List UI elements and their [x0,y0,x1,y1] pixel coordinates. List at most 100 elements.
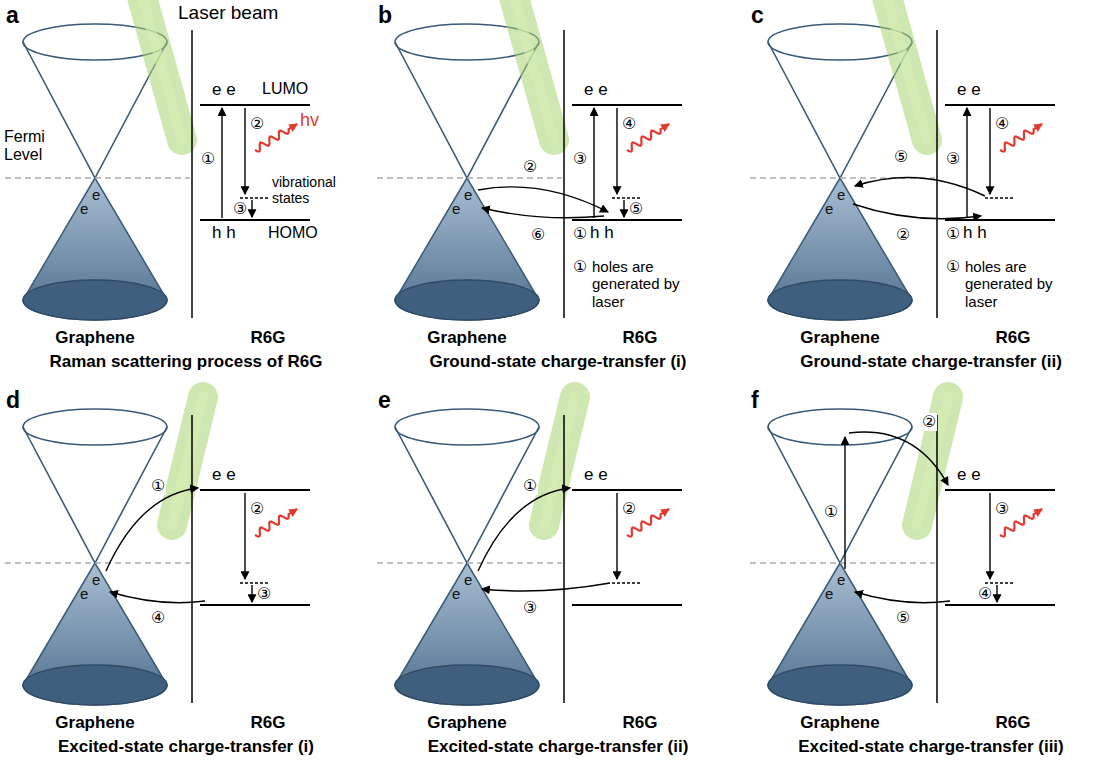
callout-number: ③ [232,200,248,218]
callout-number: ① [200,150,216,168]
transition-arrow [989,493,990,579]
charge-label: h h [212,223,236,243]
laser-beam-core [140,0,182,140]
electron-label: e [80,200,88,217]
fermi-line [377,177,562,179]
laser-beam [172,397,203,525]
callout-number: ② [621,500,637,518]
valence-cone [768,178,912,320]
material-label: R6G [996,713,1031,733]
laser-beam-core [512,0,554,140]
homo-level [200,219,310,221]
transition-arrow [844,437,845,569]
transition-arrow [244,493,245,579]
laser-beam [917,397,948,525]
callout-number: ③ [945,150,961,168]
divider-line [191,30,193,318]
transition-arrow [855,178,985,196]
panel-caption: Excited-state charge-transfer (i) [58,737,314,757]
cone-base [23,665,167,705]
homo-level [572,604,682,606]
electron-label: e [464,186,472,203]
electron-label: e [837,571,845,588]
divider-line [191,415,193,703]
electron-label: e [837,186,845,203]
panel-caption: Ground-state charge-transfer (i) [430,352,687,372]
panel-letter: f [751,387,759,413]
laser-beam-core [544,397,575,525]
transition-arrow [482,583,610,591]
callout-number: ② [921,413,937,431]
callout-number: ① [823,503,839,521]
transition-arrow [244,108,245,194]
transition-arrow [966,108,967,218]
laser-beam-core [172,397,203,525]
electron-label: e [80,585,88,602]
lumo-level [572,104,682,106]
charge-label: e e [957,80,981,100]
material-label: R6G [251,713,286,733]
charge-label: h h [590,223,614,243]
transition-arrow [616,493,617,579]
transition-arrow [482,208,604,218]
lumo-level [200,489,310,491]
electron-label: e [452,200,460,217]
cone-rim [23,409,167,445]
callout-number: ④ [621,115,637,133]
lumo-level [200,104,310,106]
laser-beam [544,397,575,525]
valence-cone [768,563,912,705]
conduction-cone [395,427,539,563]
material-label: Graphene [800,713,879,733]
callout-number: ⑤ [628,200,644,218]
cone-base [395,665,539,705]
electron-label: e [452,585,460,602]
panel-letter: d [6,387,20,413]
divider-line [563,415,565,703]
charge-label: e e [957,465,981,485]
transition-arrow [251,585,252,602]
transition-arrow [478,187,608,212]
transition-arrow [106,488,198,571]
laser-beam [885,0,927,140]
callout-number: ④ [150,609,166,627]
callout-number: ③ [522,599,538,617]
homo-level [945,604,1055,606]
panel-caption: Ground-state charge-transfer (ii) [800,352,1062,372]
vibrational-level [240,197,268,199]
vibrational-level [612,197,640,199]
callout-number: ① [522,477,538,495]
cone-rim [768,409,912,445]
transition-arrow [251,200,252,217]
callout-number: ④ [994,115,1010,133]
transition-arrow [616,108,617,194]
charge-label: e e [584,80,608,100]
cone-rim [395,409,539,445]
valence-cone [23,178,167,320]
callout-number: ② [522,158,538,176]
conduction-cone [23,427,167,563]
panel-letter: a [6,2,19,28]
panel-letter: b [378,2,392,28]
transition-arrow [593,108,594,218]
lumo-level [945,104,1055,106]
callout-number: ⑤ [895,609,911,627]
homo-level [200,604,310,606]
callout-number: ② [249,500,265,518]
electron-label: e [92,571,100,588]
homo-level [945,219,1055,221]
panel-caption: Excited-state charge-transfer (iii) [798,737,1063,757]
panel-caption: Raman scattering process of R6G [49,352,322,372]
orbital-label: HOMO [268,224,318,242]
material-label: R6G [251,328,286,348]
transition-arrow [110,592,205,603]
material-label: R6G [623,328,658,348]
callout-number: ③ [572,150,588,168]
transition-arrow [996,585,997,602]
material-label: Graphene [427,713,506,733]
note-text: holes are generated by laser [965,258,1061,310]
callout-number: ① [572,258,588,276]
lumo-level [572,489,682,491]
